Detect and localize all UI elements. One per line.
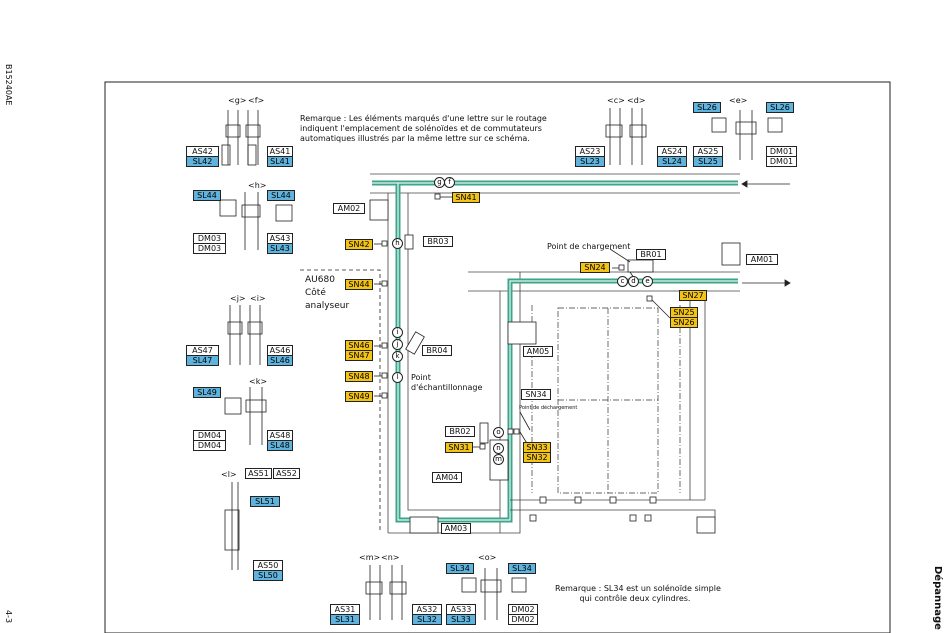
label-sl48: SL48 — [267, 440, 293, 451]
label-am05: AM05 — [523, 346, 553, 357]
label-br01: BR01 — [636, 249, 666, 260]
label-sl42: SL42 — [186, 156, 219, 167]
analyzer-boundary — [300, 269, 381, 533]
label-sl25: SL25 — [693, 156, 723, 167]
actuator-sketches — [219, 108, 783, 620]
group-j: <j> — [230, 294, 246, 303]
label-as52: AS52 — [273, 468, 300, 479]
label-sl51: SL51 — [250, 496, 280, 507]
group-m: <m> — [359, 553, 381, 562]
label-sl34-a: SL34 — [446, 563, 474, 574]
label-sl49: SL49 — [193, 387, 221, 398]
label-sn44: SN44 — [345, 279, 373, 290]
label-sl33: SL33 — [446, 614, 476, 625]
group-e: <e> — [729, 96, 748, 105]
document-code: B15240AE — [4, 64, 13, 106]
group-l: <l> — [221, 470, 237, 479]
remark-top-line-2: indiquent l'emplacement de solénoïdes et… — [300, 124, 542, 133]
label-sn26: SN26 — [670, 317, 698, 328]
label-dm03-b: DM03 — [193, 243, 226, 254]
route-marker-j: j — [392, 339, 403, 350]
route-marker-k: k — [392, 351, 403, 362]
route-marker-f: f — [444, 177, 455, 188]
label-am01: AM01 — [746, 254, 778, 265]
remark-bottom: Remarque : SL34 est un solénoïde simple … — [555, 584, 721, 604]
storage-racks — [531, 305, 681, 494]
sampling-point-text-2: d'échantillonnage — [411, 383, 483, 392]
route-marker-i: i — [392, 327, 403, 338]
side-title: Dépannage — [932, 566, 943, 630]
remark-bottom-line-1: Remarque : SL34 est un solénoïde simple — [555, 584, 721, 593]
group-d: <d> — [627, 96, 646, 105]
route-marker-m: m — [493, 454, 504, 465]
group-o: <o> — [478, 553, 497, 562]
group-i: <i> — [250, 294, 266, 303]
group-f: <f> — [248, 96, 265, 105]
route-marker-h: h — [392, 238, 403, 249]
group-c: <c> — [607, 96, 625, 105]
label-sn49: SN49 — [345, 391, 373, 402]
label-sl44-a: SL44 — [193, 190, 221, 201]
label-sl24: SL24 — [657, 156, 687, 167]
group-g: <g> — [228, 96, 247, 105]
label-sn34: SN34 — [521, 389, 551, 400]
equipment-boxes — [369, 199, 741, 534]
group-h: <h> — [248, 181, 267, 190]
label-am03: AM03 — [441, 523, 471, 534]
group-n: <n> — [381, 553, 400, 562]
label-as51: AS51 — [245, 468, 272, 479]
analyzer-text-2: Côté — [305, 288, 326, 298]
group-k: <k> — [249, 377, 268, 386]
remark-top-line-3: automatiques illustrés par la même lettr… — [300, 134, 530, 143]
route-marker-d: d — [628, 276, 639, 287]
label-br02: BR02 — [445, 426, 475, 437]
track-core — [372, 182, 738, 521]
remark-top-line-1: Remarque : Les éléments marqués d'une le… — [300, 114, 547, 123]
unloading-point-text: Point de déchargement — [519, 405, 578, 411]
label-sl46: SL46 — [267, 355, 293, 366]
label-sl31: SL31 — [330, 614, 360, 625]
page-number: 4-3 — [4, 610, 13, 624]
label-sl32: SL32 — [412, 614, 442, 625]
label-sl26-a: SL26 — [693, 102, 721, 113]
label-sn48: SN48 — [345, 371, 373, 382]
label-am02: AM02 — [333, 203, 365, 214]
route-marker-e: e — [642, 276, 653, 287]
label-sn32: SN32 — [523, 452, 551, 463]
label-sl41: SL41 — [267, 156, 293, 167]
label-sl50: SL50 — [253, 570, 283, 581]
label-sl47: SL47 — [186, 355, 219, 366]
label-dm01-b: DM01 — [766, 156, 797, 167]
sensor-connectors — [374, 193, 671, 450]
route-marker-c: c — [617, 276, 628, 287]
label-sl43: SL43 — [267, 243, 293, 254]
label-sl23: SL23 — [575, 156, 605, 167]
label-sn27: SN27 — [679, 290, 707, 301]
label-sn24: SN24 — [580, 262, 610, 273]
route-marker-o: o — [493, 427, 504, 438]
label-am04: AM04 — [432, 472, 462, 483]
route-marker-l: l — [392, 372, 403, 383]
loading-point-text: Point de chargement — [547, 242, 631, 251]
label-sn31: SN31 — [445, 442, 473, 453]
label-sl44-b: SL44 — [267, 190, 295, 201]
label-sl26-b: SL26 — [766, 102, 794, 113]
remark-bottom-line-2: qui contrôle deux cylindres. — [579, 594, 691, 603]
flow-arrows — [741, 180, 791, 287]
sampling-point-text-1: Point — [411, 373, 431, 382]
diagram-frame — [104, 81, 891, 633]
label-dm04-b: DM04 — [193, 440, 226, 451]
label-sn47: SN47 — [345, 350, 373, 361]
label-sl34-b: SL34 — [508, 563, 536, 574]
route-marker-n: n — [493, 443, 504, 454]
remark-top: Remarque : Les éléments marqués d'une le… — [300, 114, 547, 144]
label-sn42: SN42 — [345, 239, 373, 250]
label-br04: BR04 — [422, 345, 452, 356]
analyzer-text-3: analyseur — [305, 301, 350, 311]
analyzer-text-1: AU680 — [305, 275, 335, 285]
label-dm02-b: DM02 — [508, 614, 538, 625]
label-sn41: SN41 — [452, 192, 480, 203]
label-br03: BR03 — [423, 236, 453, 247]
